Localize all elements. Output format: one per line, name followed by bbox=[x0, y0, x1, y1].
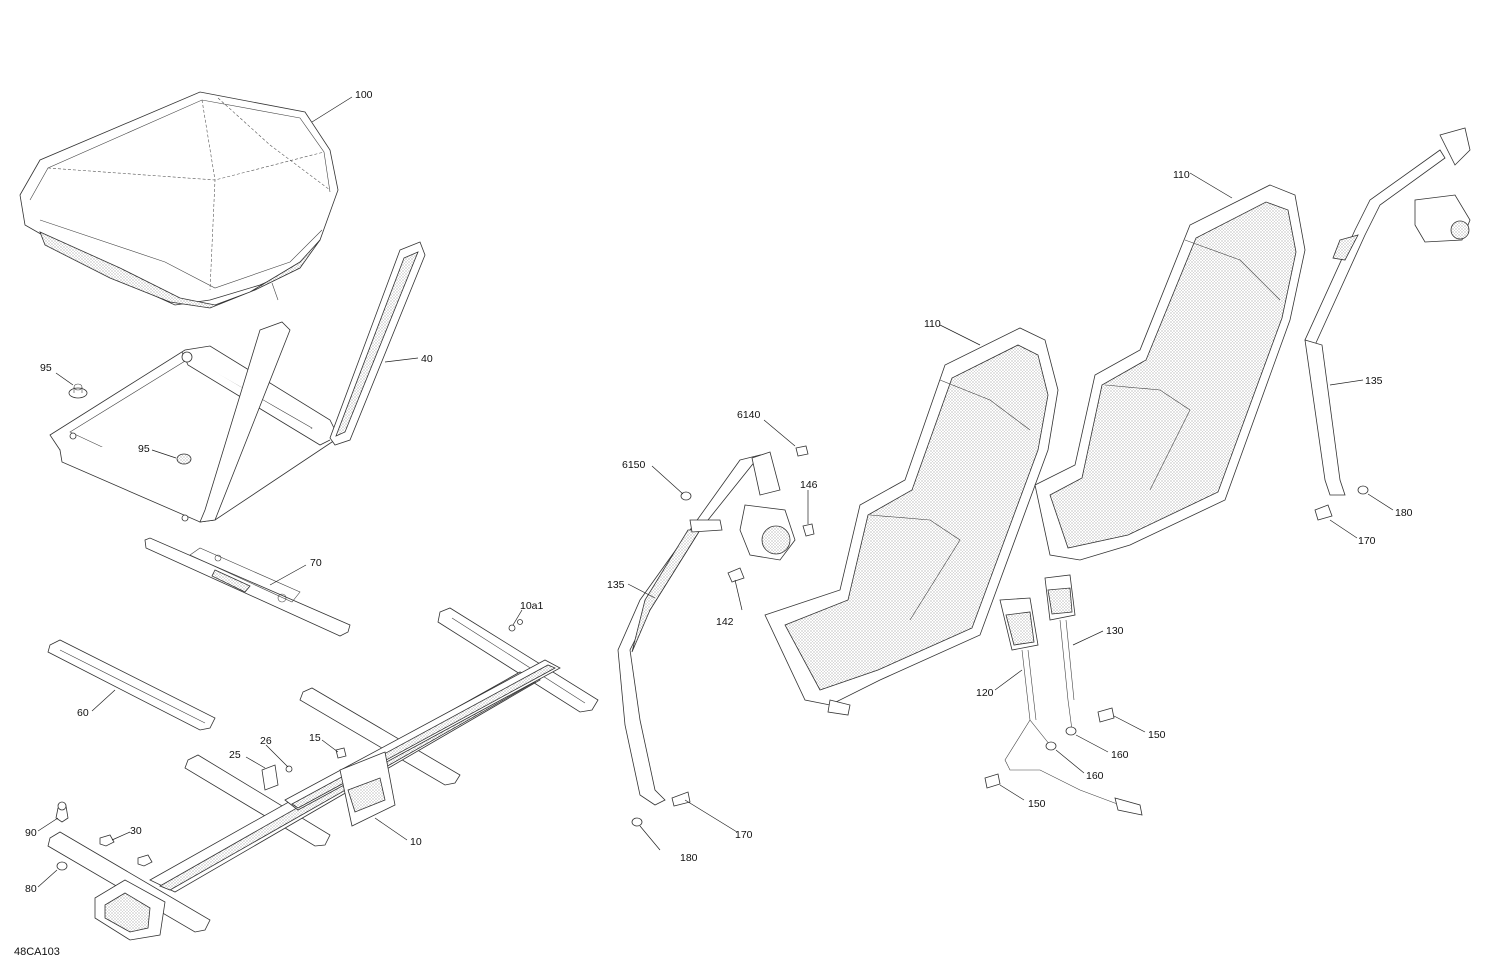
callout-120: 120 bbox=[976, 687, 994, 699]
callout-80: 80 bbox=[25, 883, 37, 895]
rail-part bbox=[47, 639, 216, 731]
seat-frame-part bbox=[49, 241, 426, 523]
left-seat-belt-part bbox=[617, 445, 815, 827]
callout-95: 95 bbox=[40, 362, 52, 374]
callout-150: 150 bbox=[1028, 798, 1046, 810]
callout-70: 70 bbox=[310, 557, 322, 569]
callout-180: 180 bbox=[1395, 507, 1413, 519]
callout-6150: 6150 bbox=[622, 459, 646, 471]
callout-180: 180 bbox=[680, 852, 698, 864]
callout-60: 60 bbox=[77, 707, 89, 719]
callout-170: 170 bbox=[735, 829, 753, 841]
seat-cushion-part bbox=[19, 91, 339, 309]
callout-30: 30 bbox=[130, 825, 142, 837]
base-frame-part bbox=[47, 607, 599, 941]
hardware-fasteners bbox=[55, 619, 523, 871]
callout-110: 110 bbox=[1173, 169, 1190, 181]
grommet-part bbox=[68, 383, 192, 465]
callout-135: 135 bbox=[1365, 375, 1383, 387]
callout-10: 10 bbox=[410, 836, 422, 848]
callout-150: 150 bbox=[1148, 729, 1166, 741]
callout-40: 40 bbox=[421, 353, 433, 365]
right-seat-belt-part bbox=[1304, 127, 1471, 521]
callout-90: 90 bbox=[25, 827, 37, 839]
seat-belt-buckles-part bbox=[984, 574, 1143, 816]
callout-135: 135 bbox=[607, 579, 625, 591]
callout-labels: 100 40 95 95 70 10a1 60 25 26 15 90 30 8… bbox=[25, 89, 1413, 895]
callout-160: 160 bbox=[1111, 749, 1129, 761]
callout-100: 100 bbox=[355, 89, 373, 101]
diagram-code: 48CA103 bbox=[14, 946, 60, 958]
leader-lines bbox=[37, 96, 1394, 888]
callout-15: 15 bbox=[309, 732, 321, 744]
callout-95: 95 bbox=[138, 443, 150, 455]
left-seat-shell-part bbox=[764, 327, 1059, 716]
callout-110: 110 bbox=[924, 318, 941, 330]
callout-26: 26 bbox=[260, 735, 272, 747]
callout-130: 130 bbox=[1106, 625, 1124, 637]
callout-10a1: 10a1 bbox=[520, 600, 544, 612]
callout-146: 146 bbox=[800, 479, 818, 491]
callout-170: 170 bbox=[1358, 535, 1376, 547]
callout-6140: 6140 bbox=[737, 409, 761, 421]
right-seat-shell-part bbox=[1034, 184, 1306, 561]
slide-rail-part bbox=[144, 537, 351, 637]
callout-25: 25 bbox=[229, 749, 241, 761]
callout-142: 142 bbox=[716, 616, 734, 628]
callout-160: 160 bbox=[1086, 770, 1104, 782]
